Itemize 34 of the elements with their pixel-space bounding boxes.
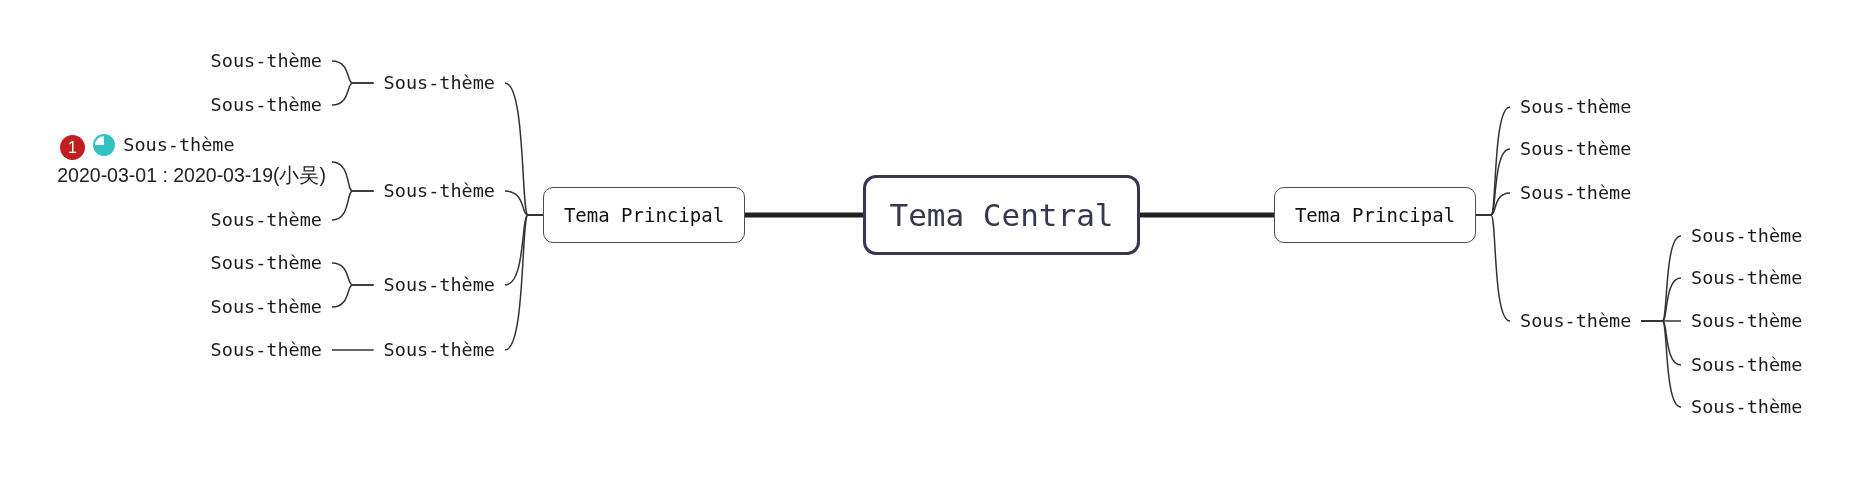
topic-text: Sous-thème [373,337,505,363]
connector-line [331,284,375,308]
topic-text: Sous-thème [123,133,235,157]
topic-text: Sous-thème [1681,394,1813,420]
topic-text: Sous-thème [200,250,332,276]
topic-box: Tema Principal [1274,187,1476,243]
topic-text: Sous-thème [200,48,332,74]
topic-text: Sous-thème [1510,180,1642,206]
topic-text: Sous-thème [1681,352,1813,378]
connector-line [331,190,375,221]
topic-text: Sous-thème [373,178,505,204]
topic-text: Sous-thème [1510,94,1642,120]
topic-text: Sous-thème [373,70,505,96]
connector-line [745,212,863,218]
central-topic-box: Tema Central [863,175,1140,255]
topic-text: Sous-thème [200,92,332,118]
number-badge: 1 [60,135,85,160]
connector-line [331,349,375,351]
topic-text: Sous-thème [200,294,332,320]
topic-text: Sous-thème [1681,308,1813,334]
connector-line [331,82,375,106]
topic-text: Sous-thème [1510,136,1642,162]
connector-line [1140,212,1274,218]
topic-box: Tema Principal [543,187,745,243]
topic-text: Sous-thème [373,272,505,298]
connector-line [1640,320,1682,408]
topic-text: Sous-thème [1681,265,1813,291]
topic-text: Sous-thème [1681,223,1813,249]
connector-line [1475,214,1511,322]
topic-text: Sous-thème [1510,308,1642,334]
connector-line [504,214,544,351]
topic-text: Sous-thème [200,207,332,233]
topic-text: Sous-thème [200,337,332,363]
date-range-text: 2020-03-01 : 2020-03-19(小吴) [57,163,326,188]
